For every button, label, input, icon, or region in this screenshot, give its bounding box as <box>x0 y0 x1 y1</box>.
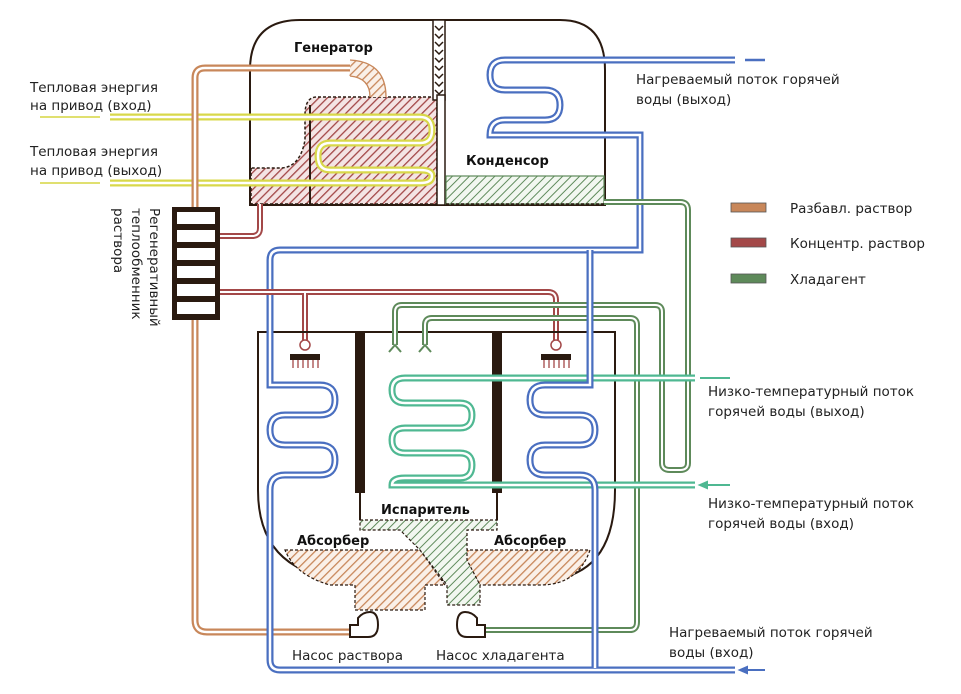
condenser-refrigerant-pool <box>445 175 605 205</box>
generator-solution <box>250 59 438 205</box>
hot-out-label-1: Нагреваемый поток горячей <box>636 72 840 88</box>
legend-swatch-concentrated <box>730 237 767 248</box>
svg-text:раствора: раствора <box>110 208 126 273</box>
evaporator-refrigerant-pool <box>359 490 498 606</box>
solution-pump-icon <box>349 610 380 638</box>
hot-in-label-1: Нагреваемый поток горячей <box>669 625 873 641</box>
low-out-label-1: Низко-температурный поток <box>708 384 914 400</box>
absorber-solution <box>284 549 591 611</box>
refrigerant-pump-label: Насос хладагента <box>436 648 565 664</box>
legend-swatch-refrigerant <box>730 273 767 284</box>
evaporator-coil <box>388 374 695 489</box>
solution-sprayer-right <box>541 339 571 368</box>
refrigerant-pipes <box>388 199 691 633</box>
heat-exchanger-label: Регенеративный теплообменник раствора <box>110 208 162 327</box>
absorber-right-label: Абсорбер <box>494 534 566 549</box>
drive-in-label-2: на привод (вход) <box>30 98 151 114</box>
evaporator-label: Испаритель <box>381 503 470 518</box>
condenser-water-coil <box>266 56 735 330</box>
condenser-label: Конденсор <box>466 154 549 169</box>
generator-condenser-separator <box>432 19 446 206</box>
solution-sprayer-left <box>290 339 320 368</box>
hot-out-label-2: воды (выход) <box>636 92 731 108</box>
evaporator-eliminators <box>355 333 502 493</box>
legend-label-dilute: Разбавл. раствор <box>790 201 912 217</box>
regenerative-heat-exchanger <box>172 207 220 320</box>
absorber-water-coils <box>266 250 735 674</box>
drive-in-label-1: Тепловая энергия <box>29 80 158 96</box>
hot-in-label-2: воды (вход) <box>669 645 754 661</box>
low-out-label-2: горячей воды (выход) <box>708 404 865 420</box>
svg-text:теплообменник: теплообменник <box>128 208 144 320</box>
dilute-solution-pipe <box>191 64 355 636</box>
legend: Разбавл. раствор Концентр. раствор Хлада… <box>730 201 925 288</box>
refrigerant-pump-icon <box>455 610 486 638</box>
drive-out-label-1: Тепловая энергия <box>29 144 158 160</box>
legend-label-refrigerant: Хладагент <box>790 272 866 288</box>
legend-swatch-dilute <box>730 202 767 213</box>
drive-heat-coil <box>40 113 436 187</box>
generator-label: Генератор <box>294 41 373 56</box>
drive-out-label-2: на привод (выход) <box>30 163 162 179</box>
low-in-label-2: горячей воды (вход) <box>708 516 854 532</box>
legend-label-concentrated: Концентр. раствор <box>790 236 925 252</box>
flow-arrows <box>697 58 765 675</box>
low-in-label-1: Низко-температурный поток <box>708 496 914 512</box>
svg-text:Регенеративный: Регенеративный <box>146 208 162 327</box>
absorber-left-label: Абсорбер <box>297 534 369 549</box>
solution-pump-label: Насос раствора <box>292 648 403 664</box>
